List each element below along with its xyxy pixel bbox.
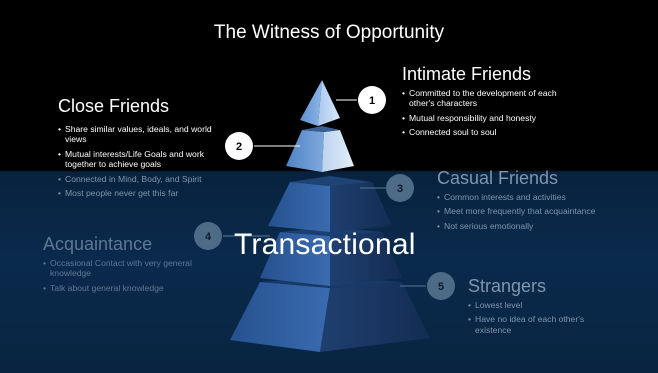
tier-3-bullet: Meet more frequently that acquaintance: [437, 206, 597, 217]
pyramid-tier-3: [268, 176, 392, 232]
tier-4-bullet: Occasional Contact with very general kno…: [43, 258, 203, 279]
transactional-label: Transactional: [234, 228, 416, 261]
tier-5-bullet: Have no idea of each other's existence: [468, 314, 618, 335]
tier-3-bullets: Common interests and activities Meet mor…: [437, 192, 597, 235]
tier-1-bullet: Mutual responsibility and honesty: [402, 113, 572, 124]
svg-text:2: 2: [236, 141, 242, 153]
tier-1-bullet: Connected soul to soul: [402, 127, 572, 138]
tier-badge-3: 3: [386, 174, 414, 202]
tier-4-heading: Acquaintance: [43, 234, 153, 254]
tier-3-bullet: Not serious emotionally: [437, 221, 597, 232]
svg-text:3: 3: [397, 183, 403, 195]
tier-2-bullets: Share similar values, ideals, and world …: [58, 124, 216, 202]
pyramid-tier-1: [300, 80, 340, 126]
tier-2-bullet: Connected in Mind, Body, and Spirit: [58, 174, 216, 185]
tier-2-bullet: Most people never get this far: [58, 188, 216, 199]
tier-2-bullet: Share similar values, ideals, and world …: [58, 124, 216, 145]
pyramid-tier-5: [230, 276, 430, 352]
tier-2-heading: Close Friends: [58, 96, 170, 116]
tier-4-bullets: Occasional Contact with very general kno…: [43, 258, 203, 297]
tier-3-bullet: Common interests and activities: [437, 192, 597, 203]
tier-4-bullet: Talk about general knowledge: [43, 283, 203, 294]
tier-1-heading: Intimate Friends: [402, 64, 532, 84]
tier-badge-2: 2: [225, 132, 253, 160]
tier-3-heading: Casual Friends: [437, 168, 559, 188]
pyramid-tier-4: [260, 227, 402, 286]
svg-text:5: 5: [438, 281, 444, 293]
tier-1-bullet: Committed to the development of each oth…: [402, 88, 572, 109]
tier-5-bullets: Lowest level Have no idea of each other'…: [468, 300, 618, 339]
svg-text:4: 4: [205, 231, 212, 243]
tier-2-bullet: Mutual interests/Life Goals and work tog…: [58, 149, 216, 170]
tier-5-bullet: Lowest level: [468, 300, 618, 311]
pyramid-tier-2: [286, 126, 354, 172]
tier-1-bullets: Committed to the development of each oth…: [402, 88, 572, 142]
tier-5-heading: Strangers: [468, 276, 547, 296]
svg-text:1: 1: [369, 95, 375, 107]
tier-badge-1: 1: [358, 86, 386, 114]
slide-title: The Witness of Opportunity: [213, 22, 445, 43]
tier-badge-5: 5: [427, 272, 455, 300]
tier-badge-4: 4: [194, 222, 222, 250]
